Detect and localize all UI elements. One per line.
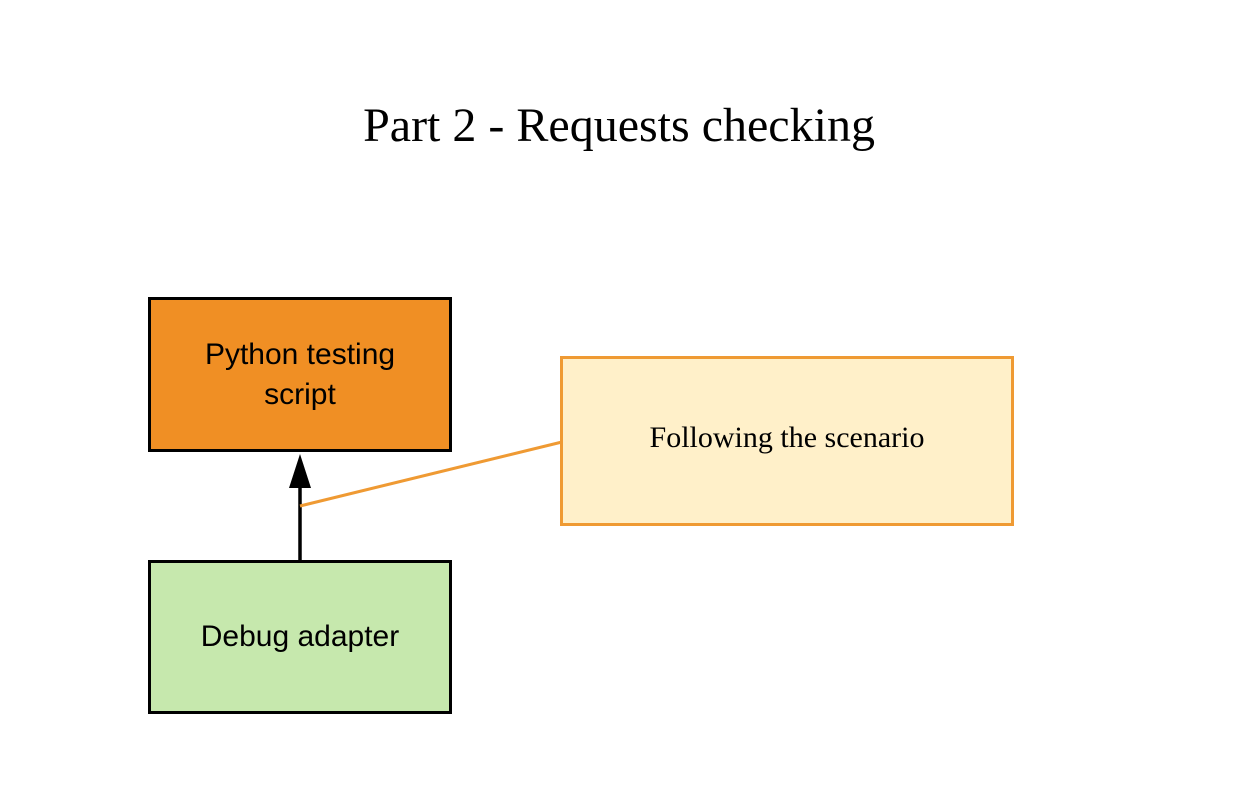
note-following-the-scenario: Following the scenario [560, 356, 1014, 526]
note-following-the-scenario-label: Following the scenario [649, 421, 925, 454]
node-python-testing-script: Python testing script [148, 297, 452, 452]
edge-arrowhead [289, 454, 311, 488]
node-debug-adapter-label: Debug adapter [200, 620, 400, 653]
annotation-link-line [299, 440, 563, 508]
diagram-title: Part 2 - Requests checking [363, 99, 875, 152]
node-python-testing-script-label: Python testing script [204, 337, 396, 411]
node-debug-adapter: Debug adapter [148, 560, 452, 714]
